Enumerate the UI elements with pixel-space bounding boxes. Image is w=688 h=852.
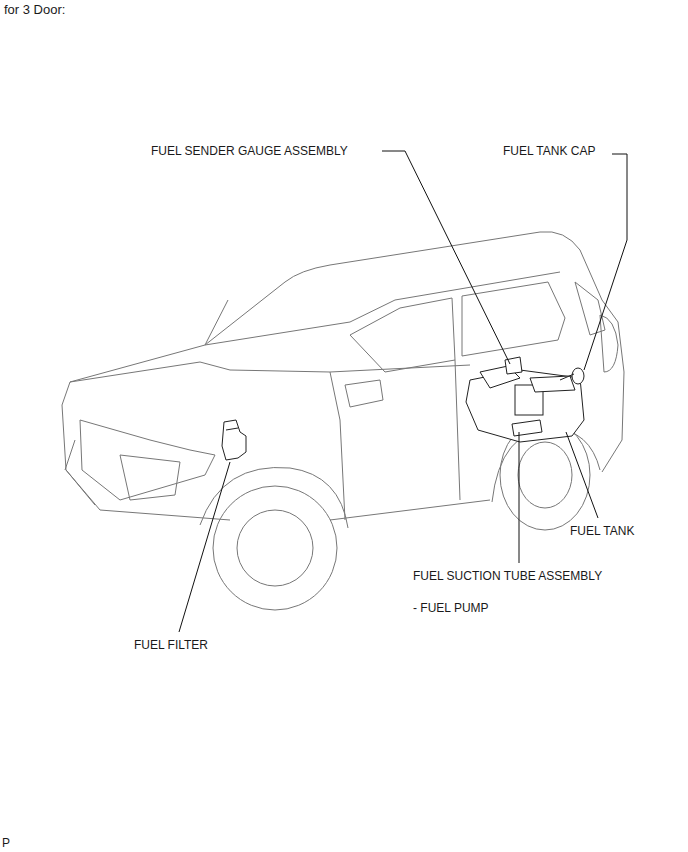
part-label: FUEL FILTER xyxy=(133,638,209,652)
page-heading: for 3 Door: xyxy=(3,2,66,17)
part-label: FUEL SENDER GAUGE ASSEMBLY xyxy=(150,144,349,158)
part-label: FUEL SUCTION TUBE ASSEMBLY xyxy=(412,569,603,583)
part-label: - FUEL PUMP xyxy=(412,601,490,615)
page-marker: P xyxy=(1,836,11,850)
part-label: FUEL TANK xyxy=(569,524,635,538)
part-label: FUEL TANK CAP xyxy=(502,144,596,158)
